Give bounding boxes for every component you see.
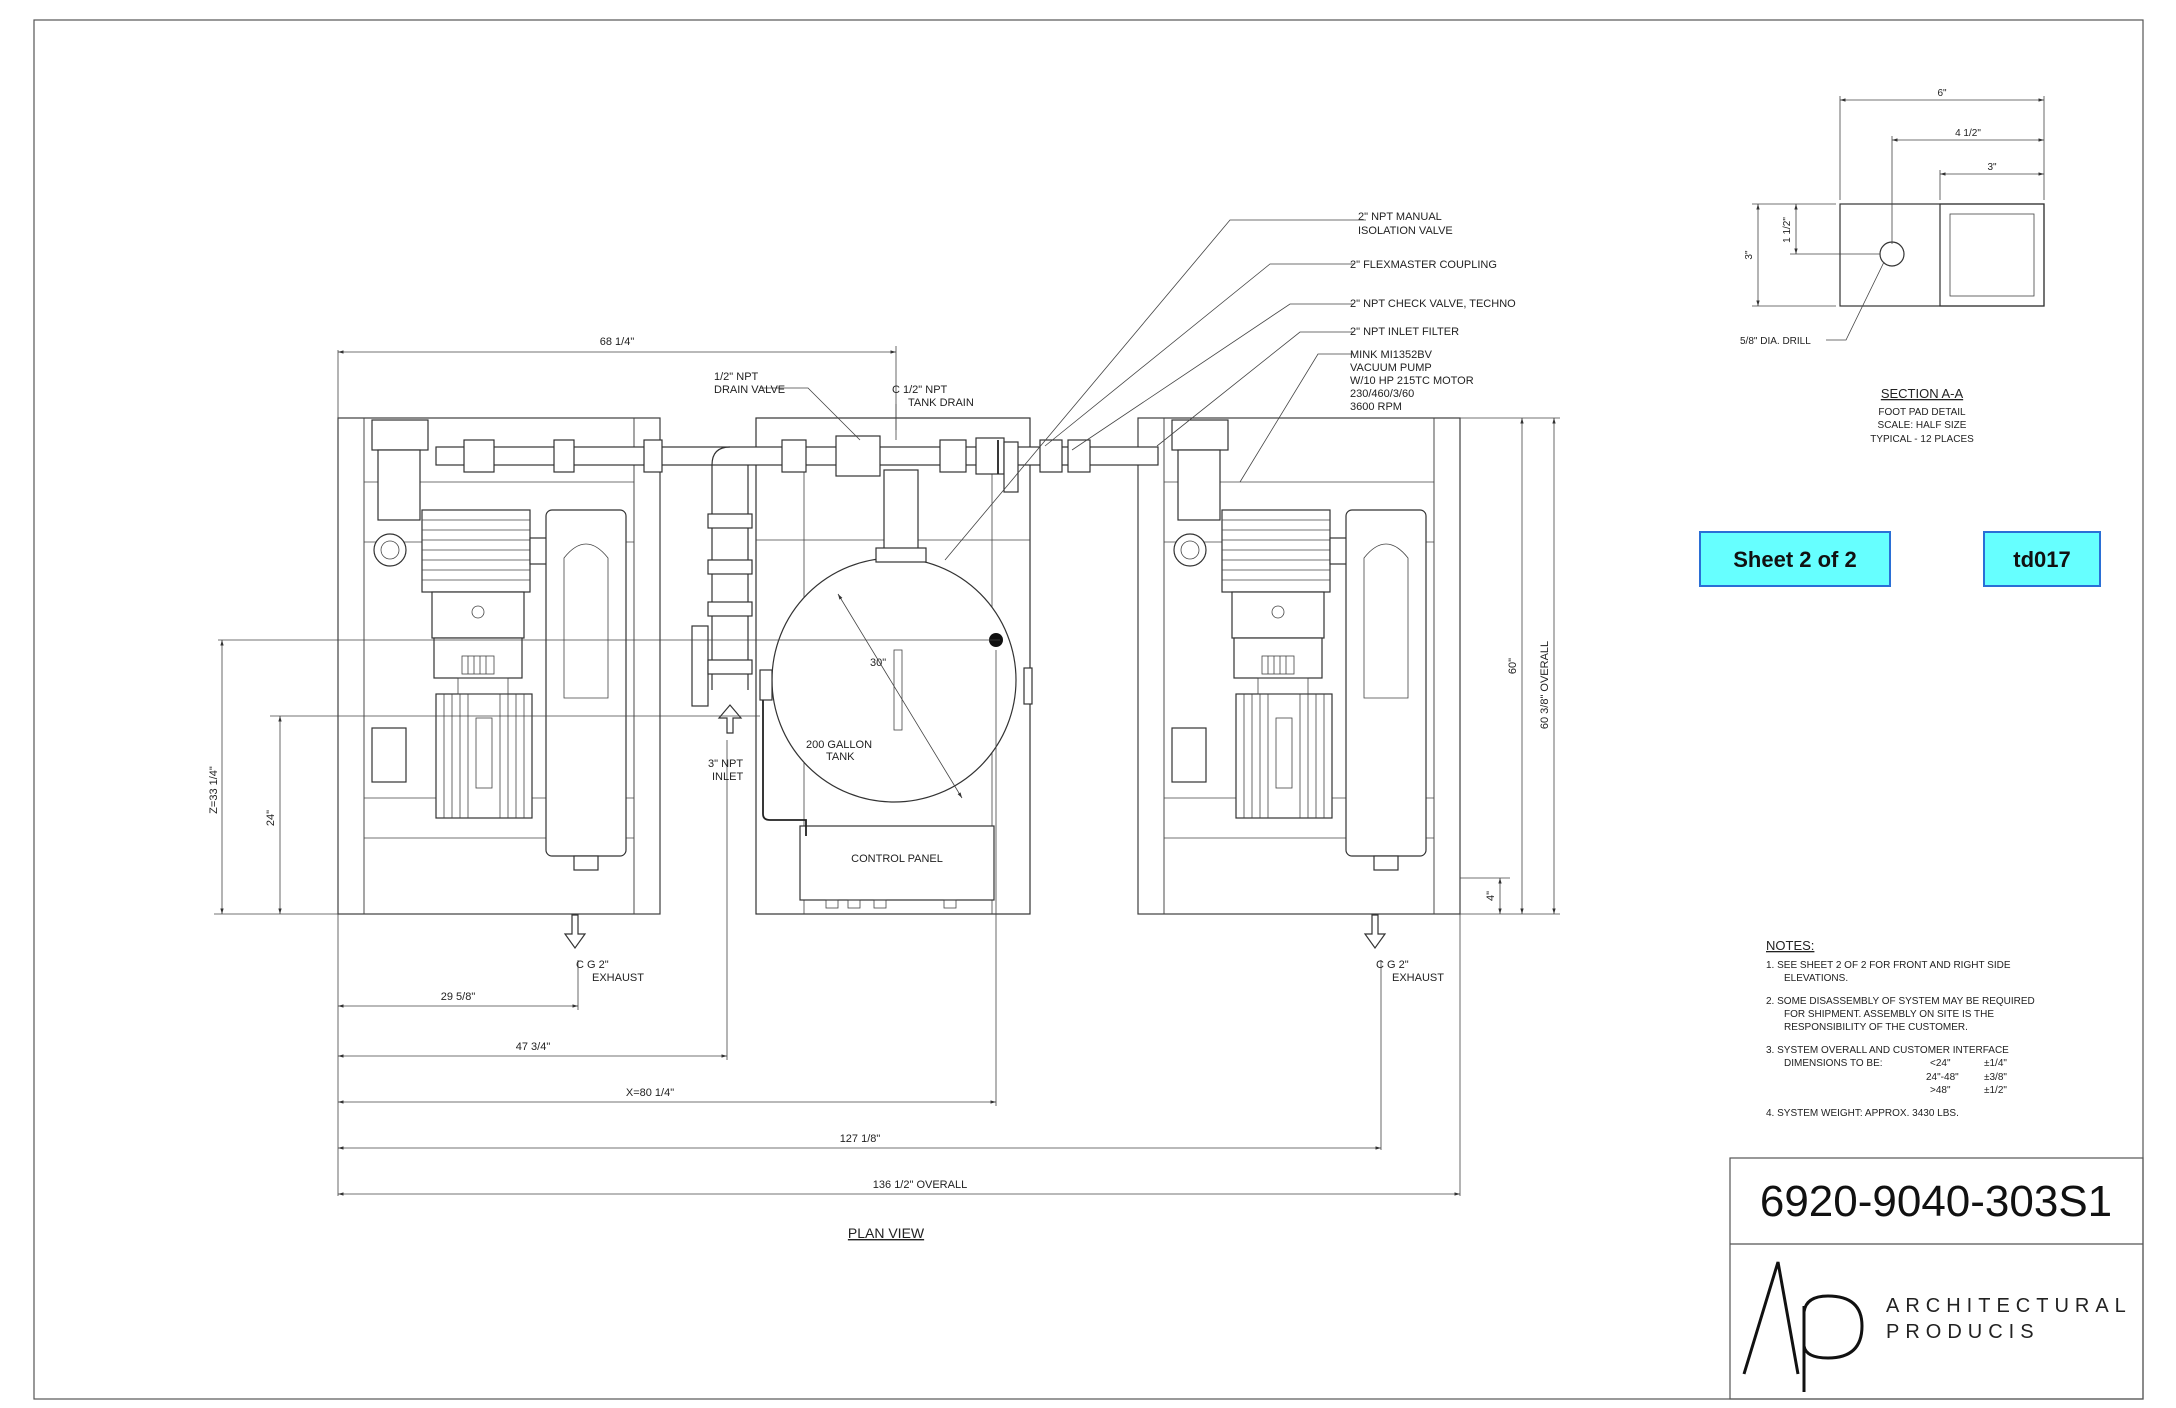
ap-logo-mark xyxy=(1742,1261,1864,1392)
sheet-border xyxy=(33,19,2144,1400)
note-3b: DIMENSIONS TO BE: xyxy=(1784,1058,1883,1069)
callout-tank-drain-2: TANK DRAIN xyxy=(908,397,974,409)
plan-view-title: PLAN VIEW xyxy=(848,1225,925,1241)
dim-47: 47 3/4" xyxy=(516,1041,551,1053)
dim-4: 4" xyxy=(1485,891,1497,901)
note-3a: 3. SYSTEM OVERALL AND CUSTOMER INTERFACE xyxy=(1766,1045,2009,1056)
dim-60: 60" xyxy=(1507,658,1519,674)
callout-tank-drain-1: C 1/2" NPT xyxy=(892,384,948,396)
callout-control-panel: CONTROL PANEL xyxy=(851,853,943,865)
sheet-label: Sheet 2 of 2 xyxy=(1733,547,1856,572)
callout-isolation-valve-2: ISOLATION VALVE xyxy=(1358,225,1453,237)
callout-exhaust-left-2: EXHAUST xyxy=(592,972,644,984)
notes-heading: NOTES: xyxy=(1766,938,1814,953)
logo-brand: ARCHITECTURAL xyxy=(1886,1295,2132,1317)
title-block xyxy=(1729,1157,2144,1400)
tol-r1-val: ±1/4" xyxy=(1984,1058,2007,1069)
center-tank-skid xyxy=(755,417,1033,915)
dim-z: Z=33 1/4" xyxy=(208,766,220,814)
callout-drain-valve-2: DRAIN VALVE xyxy=(714,384,785,396)
callout-exhaust-right-1: C G 2" xyxy=(1376,959,1409,971)
section-a-a: 6" 4 1/2" 3" 3" 1 1/2" 5/8" DIA. DRILL S… xyxy=(1740,88,2045,445)
logo: ARCHITECTURAL PRODUCIS xyxy=(1742,1261,2132,1392)
dim-top-width: 68 1/4" xyxy=(600,336,635,348)
note-1a: 1. SEE SHEET 2 OF 2 FOR FRONT AND RIGHT … xyxy=(1766,960,2011,971)
callout-tank-1: 200 GALLON xyxy=(806,739,872,751)
callout-pump-4: 230/460/3/60 xyxy=(1350,388,1414,400)
callout-exhaust-left-1: C G 2" xyxy=(576,959,609,971)
callout-tank-dia: 30" xyxy=(870,657,886,669)
callout-inlet-2: INLET xyxy=(712,771,743,783)
tol-r3-range: >48" xyxy=(1930,1085,1951,1096)
section-title: SECTION A-A xyxy=(1881,386,1964,401)
inlet-arrow xyxy=(717,704,743,734)
note-2c: RESPONSIBILITY OF THE CUSTOMER. xyxy=(1784,1022,1968,1033)
tol-r2-val: ±3/8" xyxy=(1984,1072,2007,1083)
callout-pump-3: W/10 HP 215TC MOTOR xyxy=(1350,375,1474,387)
note-2b: FOR SHIPMENT. ASSEMBLY ON SITE IS THE xyxy=(1784,1009,1994,1020)
callout-inlet-1: 3" NPT xyxy=(708,758,743,770)
sheet-badge: Sheet 2 of 2 xyxy=(1699,531,1891,587)
callout-tank-2: TANK xyxy=(826,751,855,763)
callout-check-valve: 2" NPT CHECK VALVE, TECHNO xyxy=(1350,298,1516,310)
plan-view: 68 1/4" 29 5/8" 47 3/4" X=80 1/4" 127 1/… xyxy=(208,211,1560,1241)
section-dim-3v: 3" xyxy=(1744,250,1755,260)
section-drill: 5/8" DIA. DRILL xyxy=(1740,336,1811,347)
right-pump-skid xyxy=(1137,417,1461,915)
callout-pump-1: MINK MI1352BV xyxy=(1350,349,1433,361)
notes-block: NOTES: 1. SEE SHEET 2 OF 2 FOR FRONT AND… xyxy=(1766,938,2035,1119)
logo-line-2: PRODUCIS xyxy=(1886,1321,2040,1343)
callout-drain-valve-1: 1/2" NPT xyxy=(714,371,759,383)
note-2a: 2. SOME DISASSEMBLY OF SYSTEM MAY BE REQ… xyxy=(1766,996,2035,1007)
drawing-number: 6920-9040-303S1 xyxy=(1760,1177,2112,1226)
exhaust-arrow-left xyxy=(563,914,587,950)
callout-inlet-filter: 2" NPT INLET FILTER xyxy=(1350,326,1459,338)
section-dim-6: 6" xyxy=(1937,88,1947,99)
note-4: 4. SYSTEM WEIGHT: APPROX. 3430 LBS. xyxy=(1766,1108,1959,1119)
exhaust-arrow-right xyxy=(1363,914,1387,950)
section-line-3: TYPICAL - 12 PLACES xyxy=(1870,434,1974,445)
section-line-1: FOOT PAD DETAIL xyxy=(1878,407,1966,418)
dim-60-overall: 60 3/8" OVERALL xyxy=(1539,641,1551,729)
tol-r3-val: ±1/2" xyxy=(1984,1085,2007,1096)
dim-127: 127 1/8" xyxy=(840,1133,881,1145)
drawing-code: td017 xyxy=(2013,547,2070,572)
control-panel xyxy=(799,825,995,901)
left-pump-skid xyxy=(337,417,661,915)
callout-exhaust-right-2: EXHAUST xyxy=(1392,972,1444,984)
dim-24: 24" xyxy=(265,810,277,826)
callout-isolation-valve: 2" NPT MANUAL xyxy=(1358,211,1442,223)
dim-x: X=80 1/4" xyxy=(626,1087,674,1099)
section-dim-3: 3" xyxy=(1987,162,1997,173)
note-1b: ELEVATIONS. xyxy=(1784,973,1848,984)
section-dim-1half: 1 1/2" xyxy=(1782,217,1793,243)
tol-r1-range: <24" xyxy=(1930,1058,1951,1069)
header-pipe xyxy=(435,435,1159,707)
section-dim-4half: 4 1/2" xyxy=(1955,128,1981,139)
callout-flex-coupling: 2" FLEXMASTER COUPLING xyxy=(1350,259,1497,271)
callout-pump-5: 3600 RPM xyxy=(1350,401,1402,413)
section-line-2: SCALE: HALF SIZE xyxy=(1878,420,1967,431)
code-badge: td017 xyxy=(1983,531,2101,587)
dim-29: 29 5/8" xyxy=(441,991,476,1003)
callout-pump-2: VACUUM PUMP xyxy=(1350,362,1432,374)
dim-136: 136 1/2" OVERALL xyxy=(873,1179,967,1191)
tol-r2-range: 24"-48" xyxy=(1926,1072,1959,1083)
